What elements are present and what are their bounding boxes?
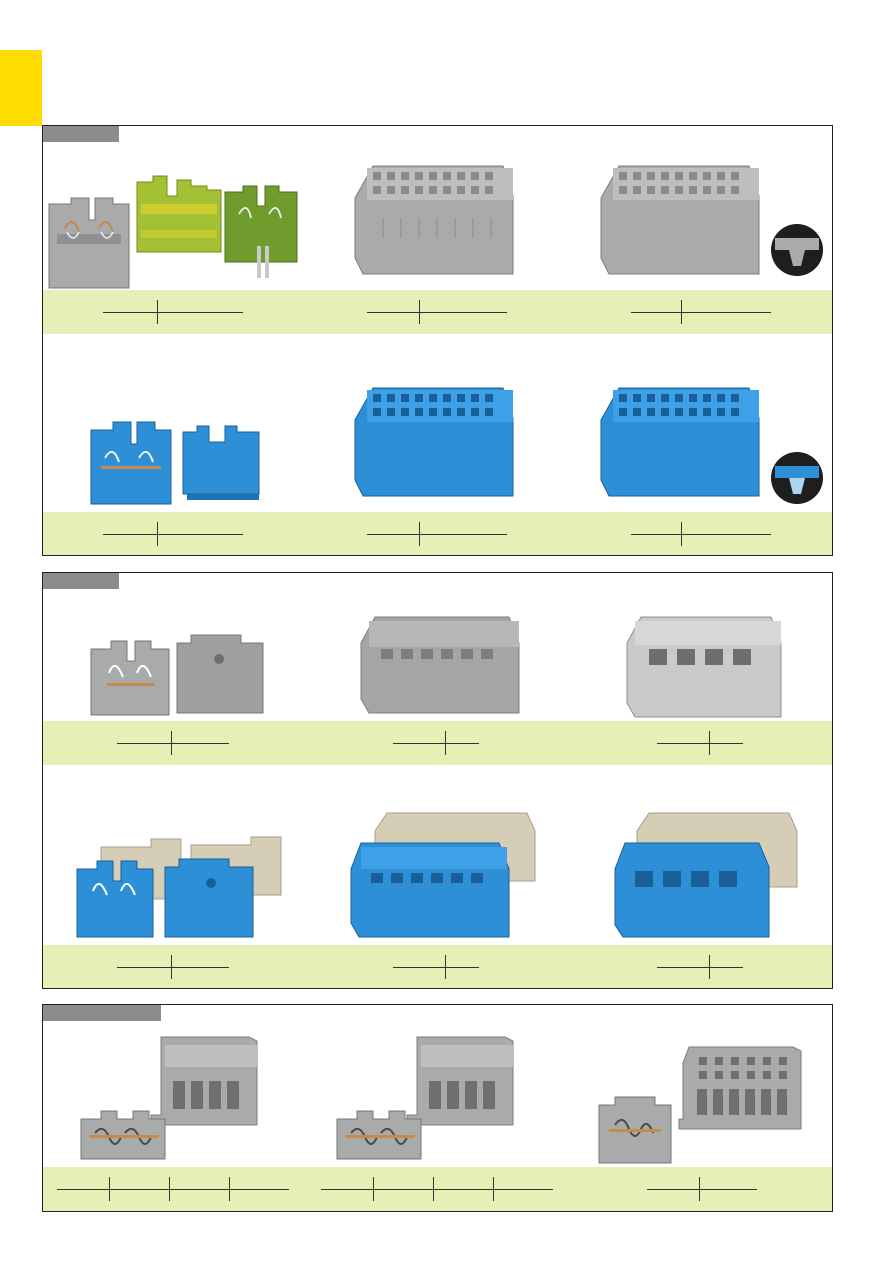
blue-multi-conductor-block-detail [599,380,829,510]
panel-2-row-2-table-col-2 [393,955,479,979]
blue-multi-conductor-block [353,380,523,504]
gray-green-yellow-terminal-blocks [48,174,319,289]
panel-1 [42,125,833,556]
panel-1-label-bar [43,126,119,142]
panel-3-table-col-3 [647,1177,757,1201]
gray-mounted-terminal-block-set-2 [335,1036,539,1165]
row-1-table-col-2 [367,300,507,324]
row-1-table-col-3 [631,300,771,324]
panel-3-label-bar [43,1005,161,1021]
panel-2-row-2-table-col-1 [117,955,229,979]
row-2-table-col-1 [103,522,243,546]
gray-compact-terminal-block-set [595,1045,809,1167]
blue-beige-end-terminal-blocks [75,835,285,943]
gray-multi-conductor-block [353,158,523,278]
panel-2-row-1-table-band [43,721,832,765]
panel-2 [42,572,833,989]
blue-terminal-blocks [87,418,267,505]
panel-3-table-band [43,1167,832,1211]
panel-2-row-1-table-col-1 [117,731,229,755]
gray-mounted-terminal-block-set [79,1036,283,1165]
panel-1-row-2-table-band [43,512,832,555]
gray-terminal-strip-wide [625,613,785,719]
gray-multi-conductor-block-detail [599,158,829,282]
panel-3-table-col-1 [57,1177,289,1201]
panel-2-row-1-table-col-2 [393,731,479,755]
row-2-table-col-3 [631,522,771,546]
blue-beige-terminal-strip [349,811,539,943]
panel-3-table-col-2 [321,1177,553,1201]
row-2-table-col-2 [367,522,507,546]
panel-2-label-bar [43,573,119,589]
panel-2-row-2-table-col-3 [657,955,743,979]
panel-1-row-1-table-band [43,290,832,334]
row-1-table-col-1 [103,300,243,324]
gray-end-terminal-blocks [89,629,269,719]
yellow-section-tab [0,50,42,126]
panel-3 [42,1004,833,1212]
gray-terminal-strip [359,613,529,717]
panel-2-row-1-table-col-3 [657,731,743,755]
panel-2-row-2-table-band [43,945,832,988]
blue-beige-terminal-strip-wide [613,811,803,943]
